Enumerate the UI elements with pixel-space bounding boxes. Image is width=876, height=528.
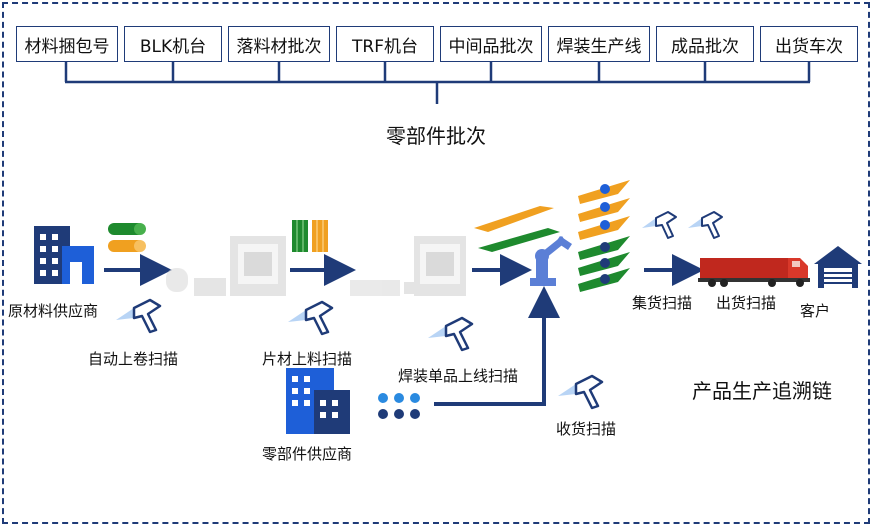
batch-box-blk-machine: BLK机台 — [124, 26, 222, 62]
batch-box-intermediate-batch: 中间品批次 — [440, 26, 542, 62]
press-machine-1-icon — [166, 236, 286, 296]
batch-box-welding-line: 焊装生产线 — [548, 26, 650, 62]
customer-warehouse-icon — [814, 246, 862, 288]
scanner-icon-collect-1 — [642, 211, 677, 239]
scan-label-shipping: 出货扫描 — [716, 294, 777, 312]
batch-title: 零部件批次 — [386, 124, 486, 148]
press-machine-2-icon — [350, 236, 466, 296]
truck-icon — [698, 258, 810, 287]
welding-robot-icon — [530, 236, 572, 286]
raw-supplier-building-icon — [34, 226, 94, 284]
scanner-icon-weld-online — [428, 316, 474, 352]
batch-box-trf-machine: TRF机台 — [336, 26, 434, 62]
part-supplier-building-icon — [286, 368, 350, 434]
scan-label-sheet-feed: 片材上料扫描 — [262, 350, 353, 368]
scan-label-collect: 集货扫描 — [632, 294, 693, 312]
scan-label-auto-coil: 自动上卷扫描 — [88, 350, 179, 368]
coil-icons — [108, 223, 146, 252]
customer-label: 客户 — [800, 302, 831, 320]
batch-box-finished-batch: 成品批次 — [656, 26, 754, 62]
chain-title: 产品生产追溯链 — [692, 379, 832, 403]
scan-label-receiving: 收货扫描 — [556, 420, 617, 438]
part-supplier-label: 零部件供应商 — [262, 445, 353, 463]
scanner-icon-sheet-feed — [288, 300, 334, 336]
batch-box-blanking-batch: 落料材批次 — [228, 26, 330, 62]
sheet-icons — [292, 220, 328, 252]
intermediate-parts-icon — [474, 206, 560, 252]
scanner-icon-receiving — [558, 374, 604, 410]
batch-box-shipping-trip: 出货车次 — [760, 26, 858, 62]
parts-dots-icon — [378, 393, 420, 419]
raw-supplier-label: 原材料供应商 — [8, 302, 99, 320]
finished-parts-icon — [578, 180, 630, 292]
scanner-icon-collect-2 — [688, 211, 723, 239]
scan-label-weld-online: 焊装单品上线扫描 — [398, 367, 519, 385]
supply-arrow — [434, 286, 560, 406]
diagram-frame — [2, 2, 870, 524]
batch-bracket — [64, 62, 811, 104]
batch-box-material-bundle: 材料捆包号 — [16, 26, 118, 62]
scanner-icon-auto-coil — [116, 298, 162, 334]
